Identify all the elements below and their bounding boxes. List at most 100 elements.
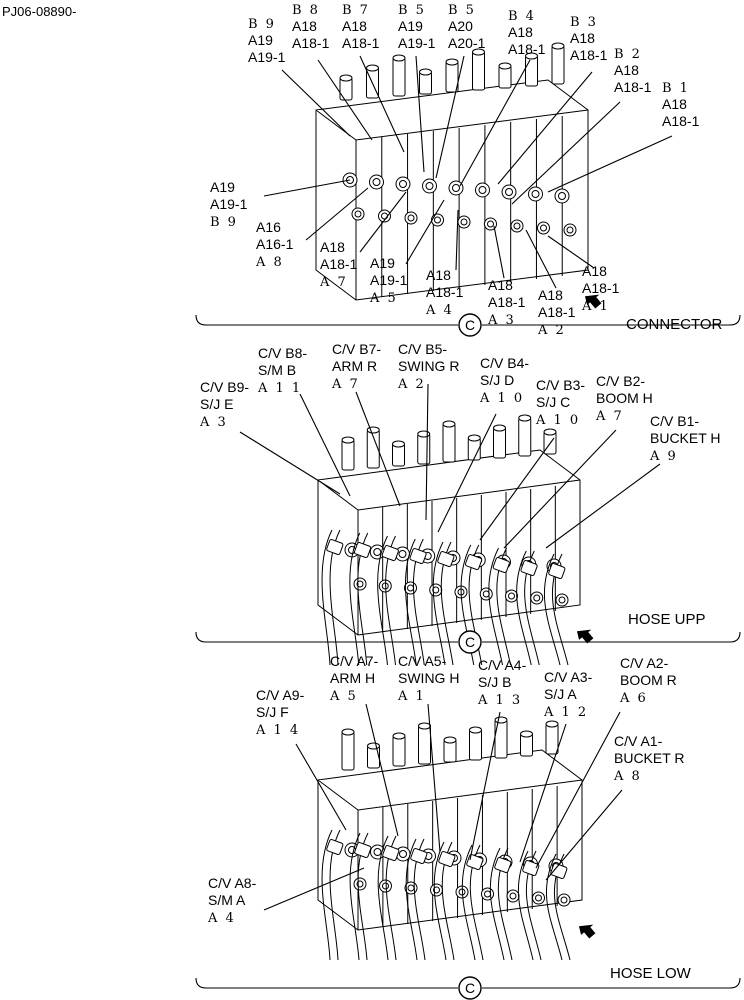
position-code: B 4 — [508, 9, 536, 24]
leader-line — [281, 69, 351, 137]
part-label: A16 — [256, 219, 281, 235]
callout-hose-upp-b3: C/V B3-S/J CA 1 0 — [479, 377, 585, 541]
position-code: A 4 — [207, 911, 236, 926]
callout-letter: C — [465, 980, 475, 996]
position-code: A 7 — [331, 377, 360, 392]
part-label: S/J C — [536, 394, 570, 410]
callout-hose-upp-b2: C/V B2-BOOM H A 7 — [503, 373, 653, 549]
part-label: C/V B1- — [650, 413, 699, 429]
callout-hose-upp-b7: C/V B7-ARM RA 7 — [331, 341, 401, 507]
part-label: C/V A1- — [614, 733, 663, 749]
part-label: S/M A — [208, 892, 246, 908]
leader-line — [511, 101, 621, 205]
leader-line — [437, 413, 497, 533]
leader-line — [493, 225, 505, 279]
leader-line — [427, 703, 441, 853]
leader-line — [239, 431, 341, 495]
part-label: C/V B3- — [536, 377, 585, 393]
position-code: A 7 — [319, 275, 348, 290]
part-label: A18-1 — [662, 113, 700, 129]
part-label: A19-1 — [370, 272, 408, 288]
part-label: C/V B2- — [596, 373, 645, 389]
part-label: C/V A7- — [330, 653, 379, 669]
part-label: A18-1 — [320, 256, 358, 272]
position-code: A 3 — [487, 313, 516, 328]
part-label: BOOM R — [620, 672, 677, 688]
part-label: ARM H — [330, 670, 375, 686]
section-bracket: C — [195, 976, 741, 1000]
part-label: C/V B4- — [480, 355, 529, 371]
part-label: A19-1 — [398, 35, 436, 51]
hose-low-section: C/V A7-ARM HA 5C/V A5-SWING HA 1C/V A4-S… — [195, 653, 741, 1000]
part-label: C/V B8- — [258, 345, 307, 361]
part-label: A20 — [448, 18, 473, 34]
part-label: A19 — [370, 255, 395, 271]
leader-line — [545, 463, 661, 549]
part-label: BUCKET R — [614, 750, 685, 766]
callout-hose-low-a8: C/V A8-S/M AA 4 — [207, 867, 365, 926]
part-label: BOOM H — [596, 390, 653, 406]
leader-line — [455, 209, 459, 271]
page-id: PJ06-08890- — [2, 4, 77, 19]
position-code: B 8 — [292, 3, 320, 18]
position-code: A 9 — [649, 449, 678, 464]
section-title: CONNECTOR — [626, 316, 723, 333]
part-label: C/V A9- — [256, 687, 305, 703]
part-label: A18 — [342, 18, 367, 34]
part-label: A18 — [508, 24, 533, 40]
position-code: A 8 — [613, 769, 642, 784]
callout-hose-upp-b5: C/V B5-SWING RA 2 — [397, 341, 459, 521]
position-code: A 1 3 — [477, 693, 522, 708]
part-label: BUCKET H — [650, 430, 721, 446]
callout-hose-upp-b4: C/V B4-S/J DA 1 0 — [437, 355, 529, 533]
position-code: B 1 — [662, 81, 690, 96]
position-code: B 9 — [248, 17, 276, 32]
callout-letter: C — [465, 634, 475, 650]
callout-hose-low-a2: C/V A2-BOOM RA 6 — [535, 655, 677, 869]
part-label: C/V A2- — [620, 655, 669, 671]
position-code: B 5 — [448, 3, 476, 18]
position-code: A 8 — [255, 255, 284, 270]
leader-line — [359, 191, 407, 253]
leader-line — [497, 71, 593, 185]
part-label: A18 — [662, 96, 687, 112]
position-code: B 7 — [342, 3, 370, 18]
leader-line — [415, 55, 425, 173]
part-label: A18 — [292, 18, 317, 34]
leader-line — [365, 703, 399, 837]
position-code: A 7 — [595, 409, 624, 424]
part-label: SWING H — [398, 670, 459, 686]
part-label: C/V B7- — [332, 341, 381, 357]
position-code: A 4 — [425, 303, 454, 318]
position-code: B 9 — [210, 215, 238, 230]
part-label: A18 — [582, 263, 607, 279]
leader-line — [535, 711, 621, 869]
part-label: A18-1 — [508, 41, 546, 57]
position-code: A 1 4 — [255, 723, 300, 738]
position-code: A 5 — [329, 689, 358, 704]
section-bracket: C — [195, 313, 741, 337]
section-title: HOSE UPP — [628, 611, 706, 628]
part-label: A18-1 — [292, 35, 330, 51]
callout-circle — [458, 630, 482, 654]
part-label: A18 — [538, 287, 563, 303]
part-label: A19-1 — [248, 49, 286, 65]
leader-line — [263, 179, 351, 197]
leader-line — [545, 789, 623, 881]
part-label: C/V A5- — [398, 653, 447, 669]
control-valve-illustration — [317, 716, 596, 961]
position-code: A 1 — [397, 689, 426, 704]
leader-line — [299, 393, 351, 497]
